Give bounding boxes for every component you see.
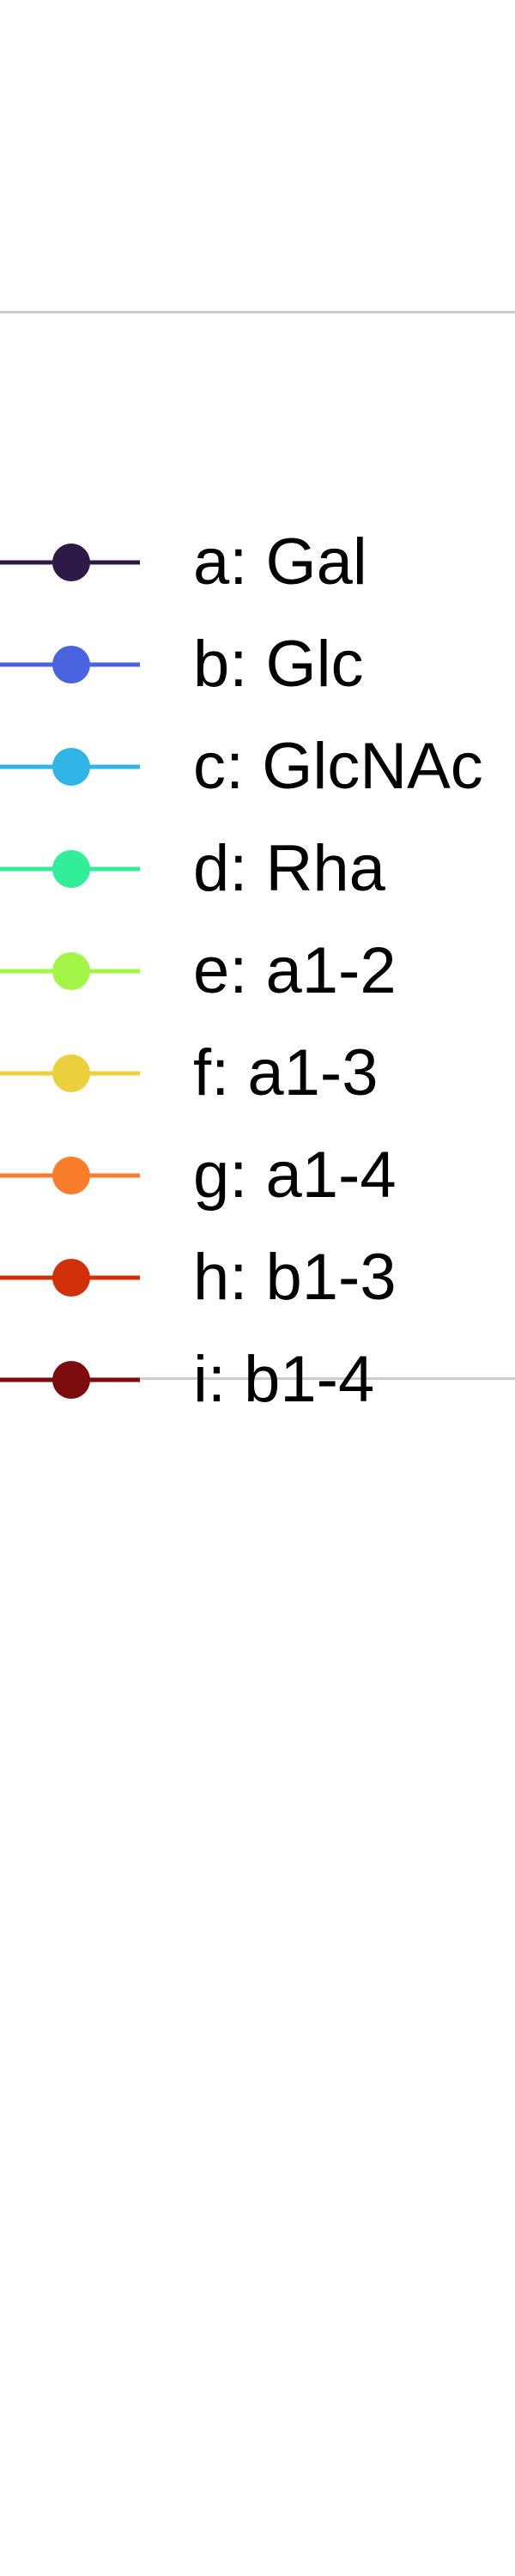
legend-dot	[52, 544, 90, 581]
legend-entry: i: b1-4	[0, 1337, 509, 1423]
legend-entry: f: a1-3	[0, 1030, 509, 1116]
legend-marker	[0, 646, 140, 683]
legend-label: g: a1-4	[193, 1139, 397, 1212]
legend-label: b: Glc	[193, 628, 364, 701]
legend-marker	[0, 952, 140, 990]
legend-label: e: a1-2	[193, 934, 397, 1007]
legend-entry: c: GlcNAc	[0, 724, 509, 810]
legend-label: c: GlcNAc	[193, 730, 483, 803]
legend-entry: b: Glc	[0, 622, 509, 708]
legend-marker	[0, 544, 140, 581]
legend-entry: d: Rha	[0, 826, 509, 912]
legend-marker	[0, 1054, 140, 1092]
legend-dot	[52, 1054, 90, 1092]
legend-entry: g: a1-4	[0, 1133, 509, 1218]
legend-dot	[52, 1259, 90, 1297]
legend-marker	[0, 1157, 140, 1194]
legend-dot	[52, 1157, 90, 1194]
legend-entry: e: a1-2	[0, 928, 509, 1014]
legend-label: h: b1-3	[193, 1241, 397, 1314]
legend-label: d: Rha	[193, 832, 385, 905]
legend-label: i: b1-4	[193, 1343, 375, 1416]
legend-dot	[52, 850, 90, 888]
legend-dot	[52, 646, 90, 683]
legend-entry: a: Gal	[0, 519, 509, 605]
legend: a: Gal b: Glc c: GlcNAc d: Rha e: a1-2 f: a1-…	[0, 311, 515, 1413]
legend-marker	[0, 850, 140, 888]
legend-label: f: a1-3	[193, 1036, 379, 1109]
legend-marker	[0, 748, 140, 786]
legend-dot	[52, 1361, 90, 1399]
legend-entry: h: b1-3	[0, 1235, 509, 1321]
legend-label: a: Gal	[193, 526, 367, 598]
legend-marker	[0, 1361, 140, 1399]
legend-dot	[52, 748, 90, 786]
legend-dot	[52, 952, 90, 990]
legend-marker	[0, 1259, 140, 1297]
